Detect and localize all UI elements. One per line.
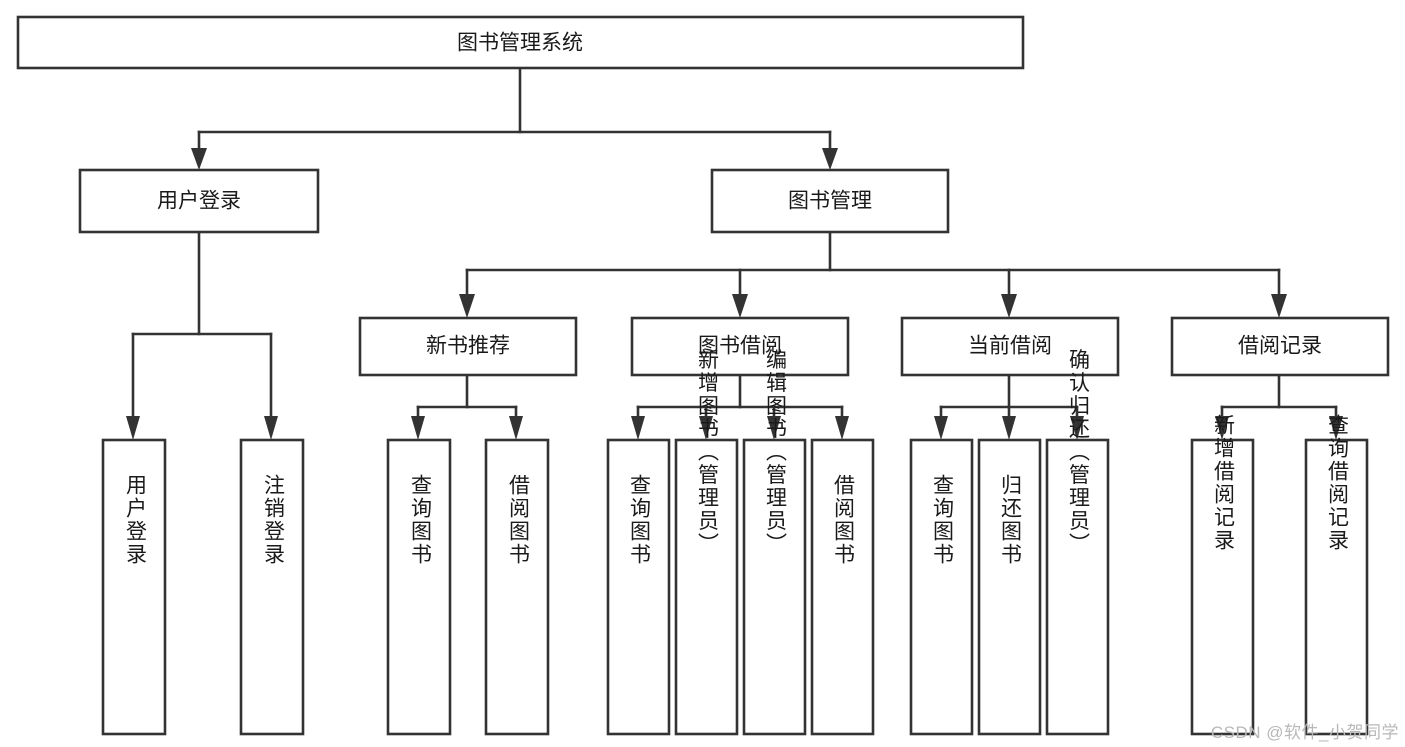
csdn-watermark: CSDN @软件_小贺同学	[1210, 723, 1399, 742]
node-leaf-edit-book-box[interactable]	[742, 438, 807, 736]
node-leaf-add-record[interactable]: 新增借阅记录	[1190, 414, 1255, 736]
arrow-to-leaf-confirm-return	[1070, 416, 1084, 440]
node-leaf-query-book-1[interactable]: 查询图书	[386, 438, 452, 736]
node-borrow-record-label: 借阅记录	[1238, 335, 1322, 358]
node-book-borrow-label: 图书借阅	[698, 335, 782, 358]
node-user-login[interactable]: 用户登录	[78, 168, 320, 234]
node-leaf-return-book-label: 归还图书	[998, 474, 1022, 566]
node-new-book-recommend-label: 新书推荐	[426, 335, 510, 358]
node-current-borrow-box[interactable]	[900, 316, 1120, 377]
node-leaf-logout-login-box[interactable]	[239, 438, 305, 736]
node-user-login-label: 用户登录	[157, 190, 241, 213]
node-leaf-query-book-2[interactable]: 查询图书	[606, 438, 671, 736]
node-current-borrow[interactable]: 当前借阅	[900, 316, 1120, 377]
node-leaf-borrow-book-2[interactable]: 借阅图书	[810, 438, 875, 736]
node-leaf-return-book[interactable]: 归还图书	[977, 438, 1042, 736]
arrow-to-current-borrow	[1001, 294, 1017, 318]
node-leaf-query-record-label: 查询借阅记录	[1325, 414, 1349, 552]
node-leaf-user-login-box[interactable]	[101, 438, 167, 736]
node-leaf-add-book-box[interactable]	[674, 438, 739, 736]
arrow-to-leaf-add-book	[699, 416, 713, 440]
arrow-to-new-book-recommend	[459, 294, 475, 318]
node-leaf-user-login[interactable]: 用户登录	[101, 438, 167, 736]
node-current-borrow-label: 当前借阅	[968, 335, 1052, 358]
node-leaf-add-record-label: 新增借阅记录	[1211, 414, 1235, 552]
node-leaf-logout-login-label: 注销登录	[261, 474, 285, 566]
node-new-book-recommend-box[interactable]	[358, 316, 578, 377]
arrow-to-leaf-borrow-book-2	[835, 416, 849, 440]
arrow-to-leaf-edit-book	[767, 416, 781, 440]
node-leaf-confirm-return[interactable]: 确认归还（管理员）	[1045, 349, 1110, 736]
node-root-label: 图书管理系统	[457, 32, 583, 55]
node-book-borrow[interactable]: 图书借阅	[630, 316, 850, 377]
node-leaf-borrow-book-1-label: 借阅图书	[506, 474, 530, 566]
node-leaf-borrow-book-1[interactable]: 借阅图书	[484, 438, 550, 736]
node-borrow-record-box[interactable]	[1170, 316, 1390, 377]
node-leaf-query-book-1-label: 查询图书	[408, 474, 432, 566]
node-leaf-return-book-box[interactable]	[977, 438, 1042, 736]
node-book-manage-box[interactable]	[710, 168, 950, 234]
arrow-to-leaf-query-book-1	[411, 416, 425, 440]
arrow-to-user-login	[191, 148, 207, 170]
node-leaf-logout-login[interactable]: 注销登录	[239, 438, 305, 736]
node-book-manage-label: 图书管理	[788, 190, 872, 213]
node-leaf-borrow-book-2-label: 借阅图书	[831, 474, 855, 566]
node-leaf-query-book-3-label: 查询图书	[930, 474, 954, 566]
node-leaf-query-book-3[interactable]: 查询图书	[909, 438, 974, 736]
node-new-book-recommend[interactable]: 新书推荐	[358, 316, 578, 377]
arrow-to-leaf-query-record	[1329, 416, 1343, 440]
node-leaf-confirm-return-box[interactable]	[1045, 438, 1110, 736]
node-leaf-add-book[interactable]: 新增图书（管理员）	[674, 349, 739, 736]
arrow-to-leaf-return-book	[1002, 416, 1016, 440]
node-leaf-borrow-book-1-box[interactable]	[484, 438, 550, 736]
node-leaf-query-book-2-box[interactable]	[606, 438, 671, 736]
node-leaf-user-login-label: 用户登录	[123, 474, 147, 566]
node-root[interactable]: 图书管理系统	[16, 15, 1025, 70]
node-borrow-record[interactable]: 借阅记录	[1170, 316, 1390, 377]
node-leaf-confirm-return-label: 确认归还（管理员）	[1066, 349, 1090, 556]
node-leaf-query-book-1-box[interactable]	[386, 438, 452, 736]
connector-layer	[126, 66, 1343, 440]
arrow-to-borrow-record	[1271, 294, 1287, 318]
arrow-to-book-manage	[822, 148, 838, 170]
node-user-login-box[interactable]	[78, 168, 320, 234]
node-leaf-query-book-3-box[interactable]	[909, 438, 974, 736]
arrow-to-leaf-logout-login	[264, 416, 278, 440]
arrow-to-leaf-query-book-2	[631, 416, 645, 440]
node-leaf-edit-book-label: 编辑图书（管理员）	[763, 349, 787, 556]
node-leaf-query-record-box[interactable]	[1304, 438, 1369, 736]
node-book-borrow-box[interactable]	[630, 316, 850, 377]
node-root-box[interactable]	[16, 15, 1025, 70]
arrow-to-leaf-add-record	[1215, 416, 1229, 440]
node-leaf-add-book-label: 新增图书（管理员）	[695, 349, 719, 556]
node-leaf-edit-book[interactable]: 编辑图书（管理员）	[742, 349, 807, 736]
arrow-to-book-borrow	[732, 294, 748, 318]
arrow-to-leaf-borrow-book-1	[509, 416, 523, 440]
node-book-manage[interactable]: 图书管理	[710, 168, 950, 234]
node-leaf-borrow-book-2-box[interactable]	[810, 438, 875, 736]
node-leaf-add-record-box[interactable]	[1190, 438, 1255, 736]
node-leaf-query-book-2-label: 查询图书	[627, 474, 651, 566]
node-leaf-query-record[interactable]: 查询借阅记录	[1304, 414, 1369, 736]
arrow-to-leaf-user-login	[126, 416, 140, 440]
arrow-to-leaf-query-book-3	[934, 416, 948, 440]
